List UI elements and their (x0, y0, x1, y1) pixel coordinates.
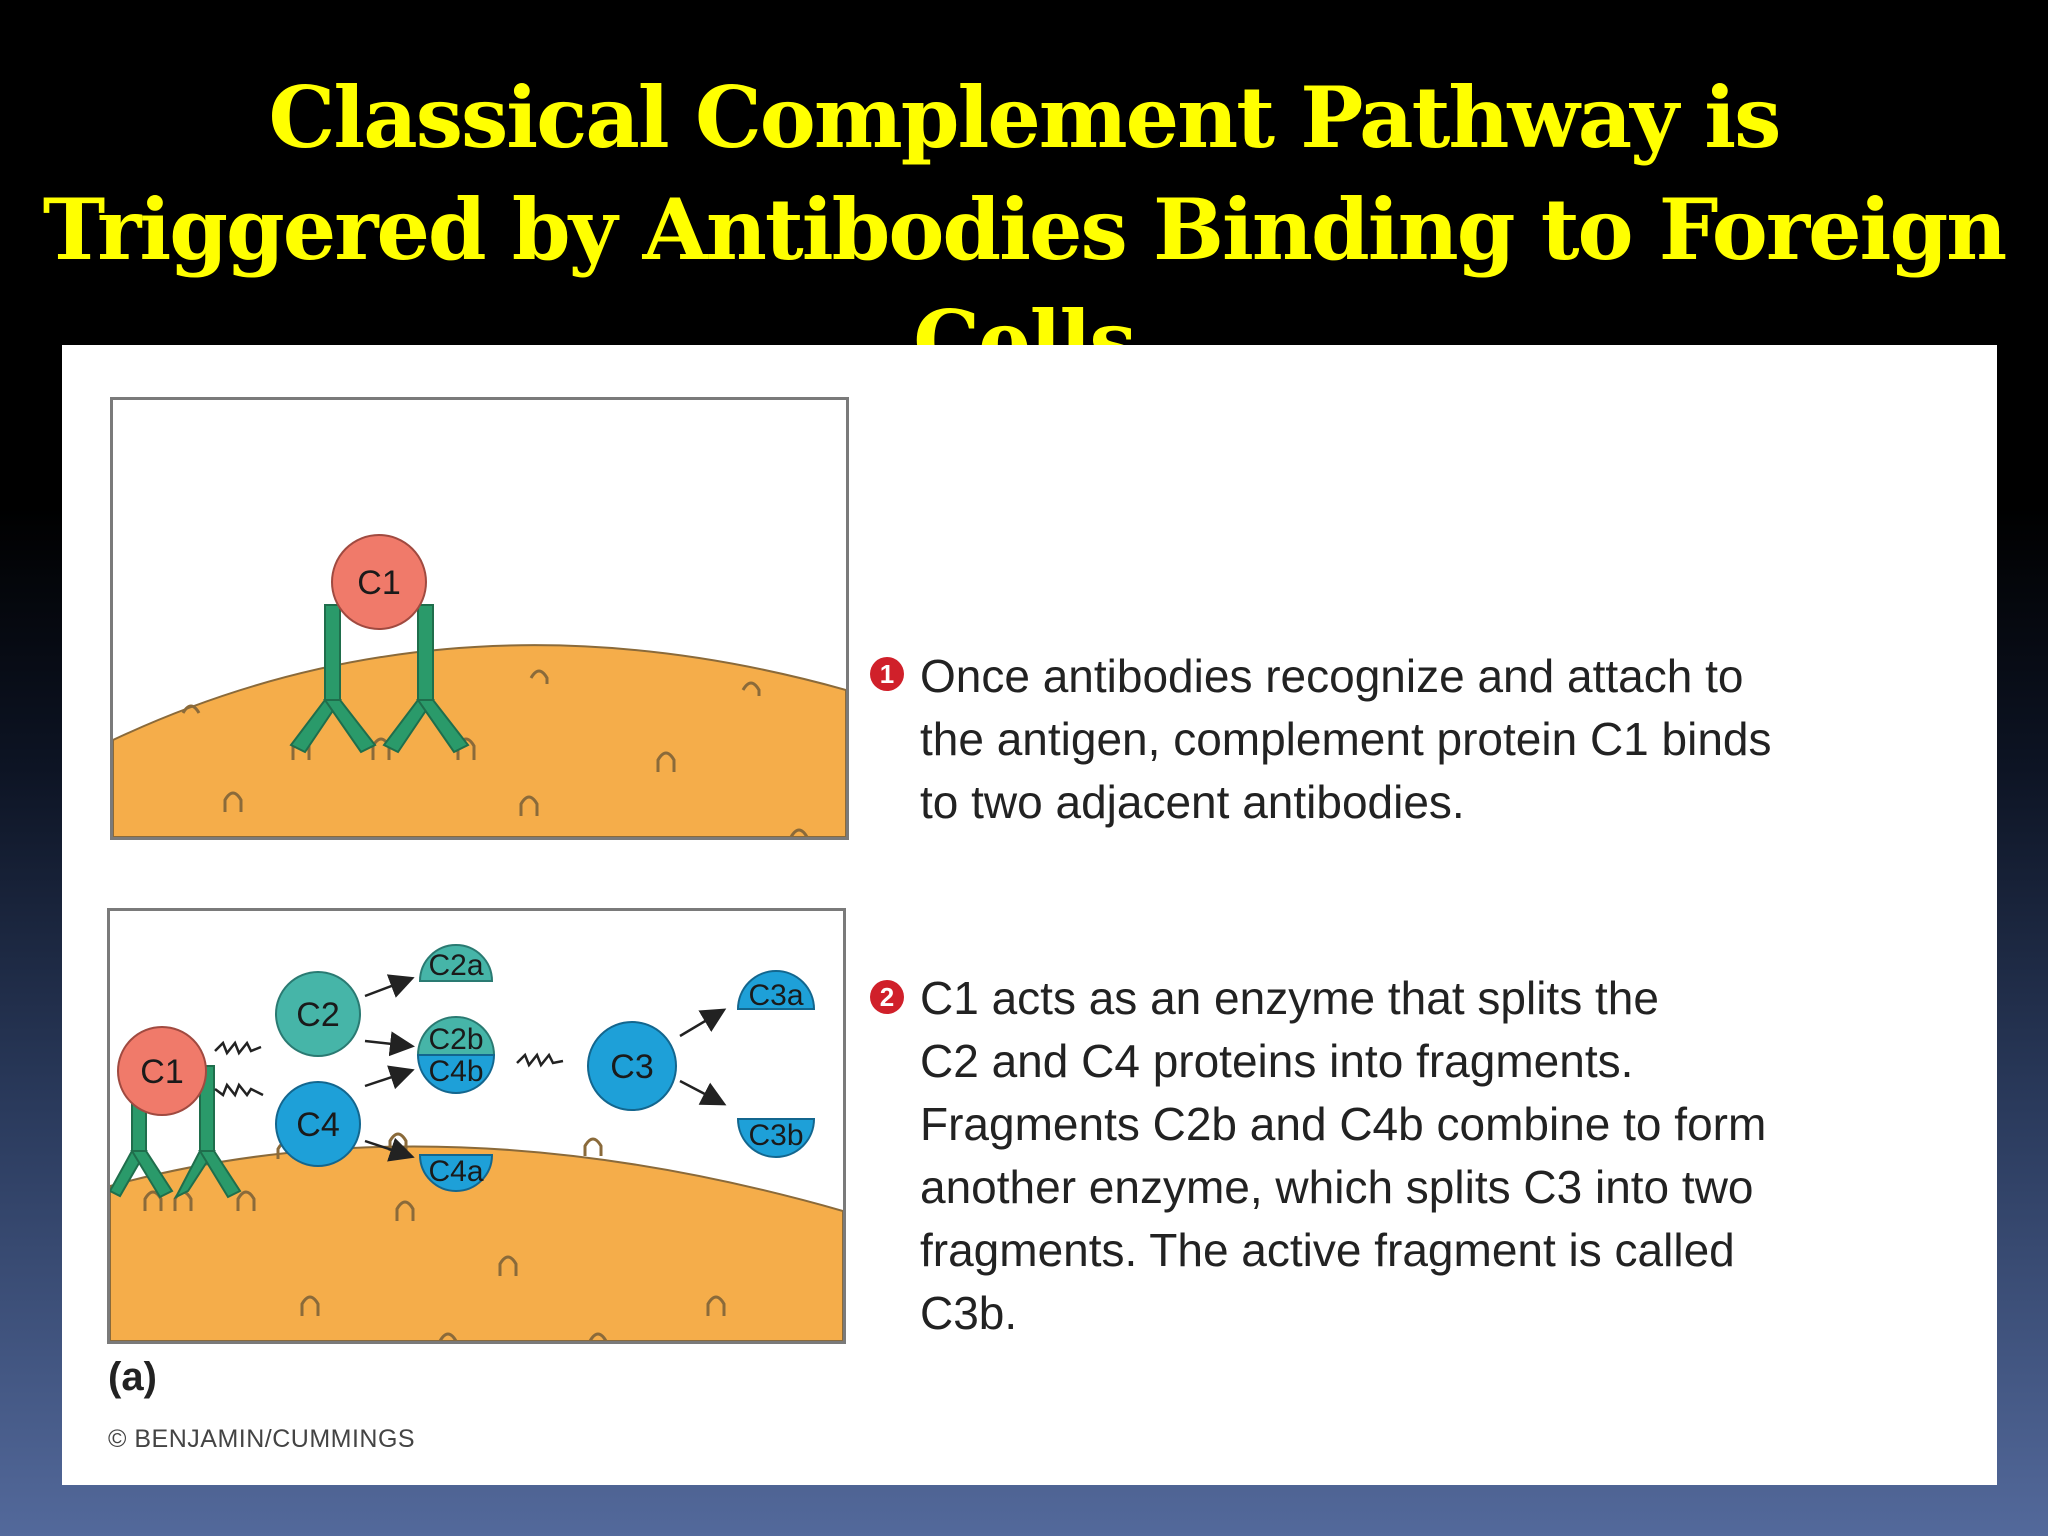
slide-title: Classical Complement Pathway is Triggere… (0, 62, 2048, 346)
antibody-pair (110, 1065, 242, 1200)
c3a-fragment (736, 970, 816, 1010)
step-1-line-3: to two adjacent antibodies. (920, 776, 1465, 828)
arrow-c2-c2b (364, 1031, 415, 1057)
title-line-2: Triggered by Antibodies Binding to Forei… (42, 180, 2008, 279)
antigen-bump (223, 791, 243, 812)
antigen-bump (583, 1137, 603, 1156)
c2b-label: C2b (428, 1023, 483, 1056)
panel-1-svg: C1 (113, 534, 846, 837)
antigen-bump (529, 669, 549, 684)
c2-label: C2 (296, 996, 339, 1034)
antibody-arm (198, 1150, 242, 1199)
c2b-fragment (416, 1016, 496, 1056)
cleavage-zigzags (214, 1040, 564, 1098)
step-2-line-3: Fragments C2b and C4b combine to form (920, 1098, 1767, 1150)
arrow-c2-c2a (364, 974, 415, 998)
antibody-stem (417, 604, 434, 706)
antigen-bump (395, 1200, 415, 1221)
step-2-line-4: another enzyme, which splits C3 into two (920, 1161, 1754, 1213)
panel-step-2-illustration: C1 C2 C4 C2a C2b C4b C4a C3 C3a C3b (107, 908, 846, 1344)
c3b-label: C3b (748, 1119, 803, 1152)
c2a-label: C2a (428, 949, 483, 982)
panel-step-1-illustration: C1 (110, 397, 849, 840)
c2-protein (275, 971, 361, 1057)
antigen-bump (498, 1255, 518, 1276)
antigen-bump (438, 1332, 458, 1341)
c3b-fragment (736, 1118, 816, 1158)
antigen-bump (236, 1190, 256, 1211)
arrow-c3-c3a (679, 1008, 727, 1038)
c4-protein (275, 1081, 361, 1167)
c4a-fragment (418, 1154, 494, 1192)
step-1-line-2: the antigen, complement protein C1 binds (920, 713, 1772, 765)
panel-2-svg: C1 C2 C4 C2a C2b C4b C4a C3 C3a C3b (110, 944, 843, 1341)
zigzag-c2b-c3 (516, 1052, 564, 1068)
zigzag-c1-c2 (214, 1040, 262, 1056)
title-line-3: Cells (913, 292, 1136, 346)
antigen-bump (300, 1295, 320, 1316)
title-line-1: Classical Complement Pathway is (268, 68, 1782, 167)
c3a-label: C3a (748, 979, 803, 1012)
antigen-bump (143, 1190, 163, 1211)
antigen-bump (656, 751, 676, 772)
step-2-line-6: C3b. (920, 1287, 1018, 1339)
step-1-line-1: Once antibodies recognize and attach to (920, 650, 1744, 702)
step-2-line-1: C1 acts as an enzyme that splits the (920, 972, 1659, 1024)
antigen-bump (706, 1295, 726, 1316)
c3-protein (587, 1021, 677, 1111)
c1-protein (331, 534, 427, 630)
c4a-label: C4a (428, 1155, 483, 1188)
arrow-c3-c3b (679, 1079, 727, 1106)
step-2-marker: 2 (870, 980, 904, 1014)
c1-protein (117, 1026, 207, 1116)
c4-label: C4 (296, 1106, 339, 1144)
zigzag-c1-c4 (214, 1082, 264, 1098)
step-2-line-2: C2 and C4 proteins into fragments. (920, 1035, 1634, 1087)
step-1-text: Once antibodies recognize and attach to … (920, 645, 1772, 834)
figure-card: C1 1 Once antibodies recognize and attac… (62, 345, 1997, 1485)
arrow-c4-c4a (364, 1137, 415, 1162)
arrow-c4-c2b (364, 1065, 415, 1090)
c1-label: C1 (357, 564, 400, 602)
c1-label: C1 (140, 1053, 183, 1091)
c3-label: C3 (610, 1048, 653, 1086)
antigen-bump (519, 795, 539, 816)
c4b-fragment (416, 1054, 496, 1094)
step-1-marker: 1 (870, 657, 904, 691)
step-2-text: C1 acts as an enzyme that splits the C2 … (920, 967, 1766, 1345)
antigen-bump (741, 681, 761, 696)
antigen-bump (789, 828, 809, 837)
copyright-notice: © BENJAMIN/CUMMINGS (108, 1425, 416, 1453)
figure-label: (a) (108, 1355, 157, 1399)
step-2-line-5: fragments. The active fragment is called (920, 1224, 1735, 1276)
c2a-fragment (418, 944, 494, 982)
cell-surface (113, 644, 846, 837)
antibody-pair (289, 604, 470, 754)
antigen-bump (181, 704, 201, 714)
antibody-arm (323, 699, 377, 754)
antibody-arm (130, 1150, 174, 1199)
antibody-stem (324, 604, 341, 706)
arrows (364, 974, 727, 1162)
c4b-label: C4b (428, 1055, 483, 1088)
antigen-bump (588, 1332, 608, 1341)
antibody-arm (416, 699, 470, 754)
